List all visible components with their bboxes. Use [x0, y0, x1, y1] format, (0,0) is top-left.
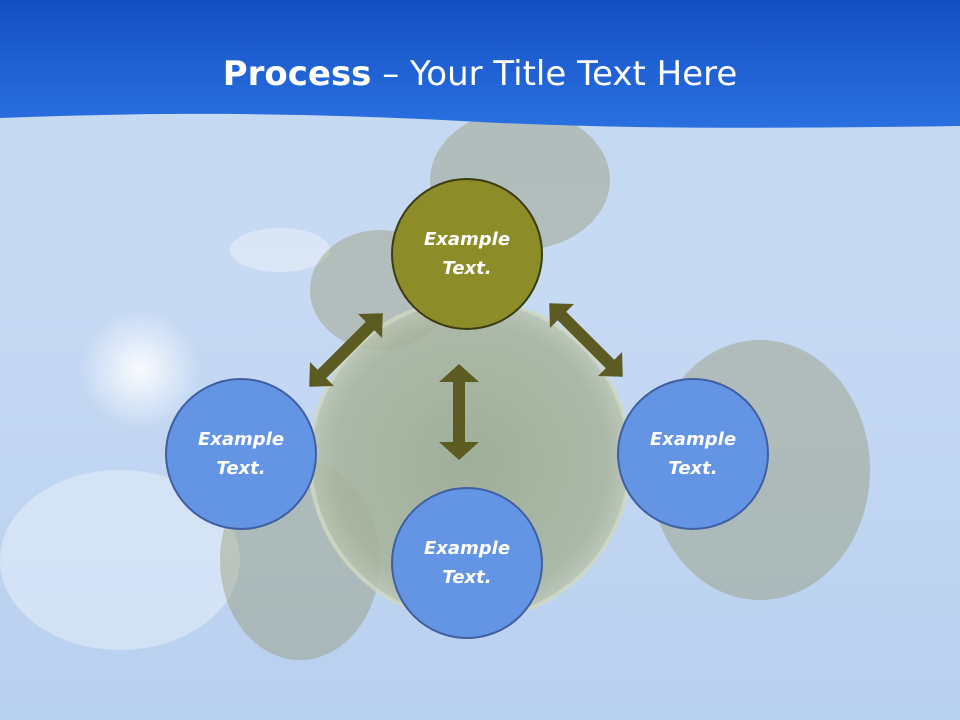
node-right-label: Example Text.: [649, 429, 737, 479]
double-arrow-upper-right: [549, 303, 623, 377]
node-top: Example Text.: [391, 178, 543, 330]
title-bold: Process: [222, 54, 372, 94]
double-arrow-vertical: [439, 364, 479, 460]
node-bottom: Example Text.: [391, 487, 543, 639]
node-bottom-label: Example Text.: [423, 538, 511, 588]
node-left: Example Text.: [165, 378, 317, 530]
slide-title: Process – Your Title Text Here: [0, 52, 960, 96]
node-top-label: Example Text.: [423, 229, 511, 279]
double-arrow-upper-left: [309, 313, 383, 387]
title-rest: – Your Title Text Here: [371, 54, 738, 94]
node-left-label: Example Text.: [197, 429, 285, 479]
node-right: Example Text.: [617, 378, 769, 530]
